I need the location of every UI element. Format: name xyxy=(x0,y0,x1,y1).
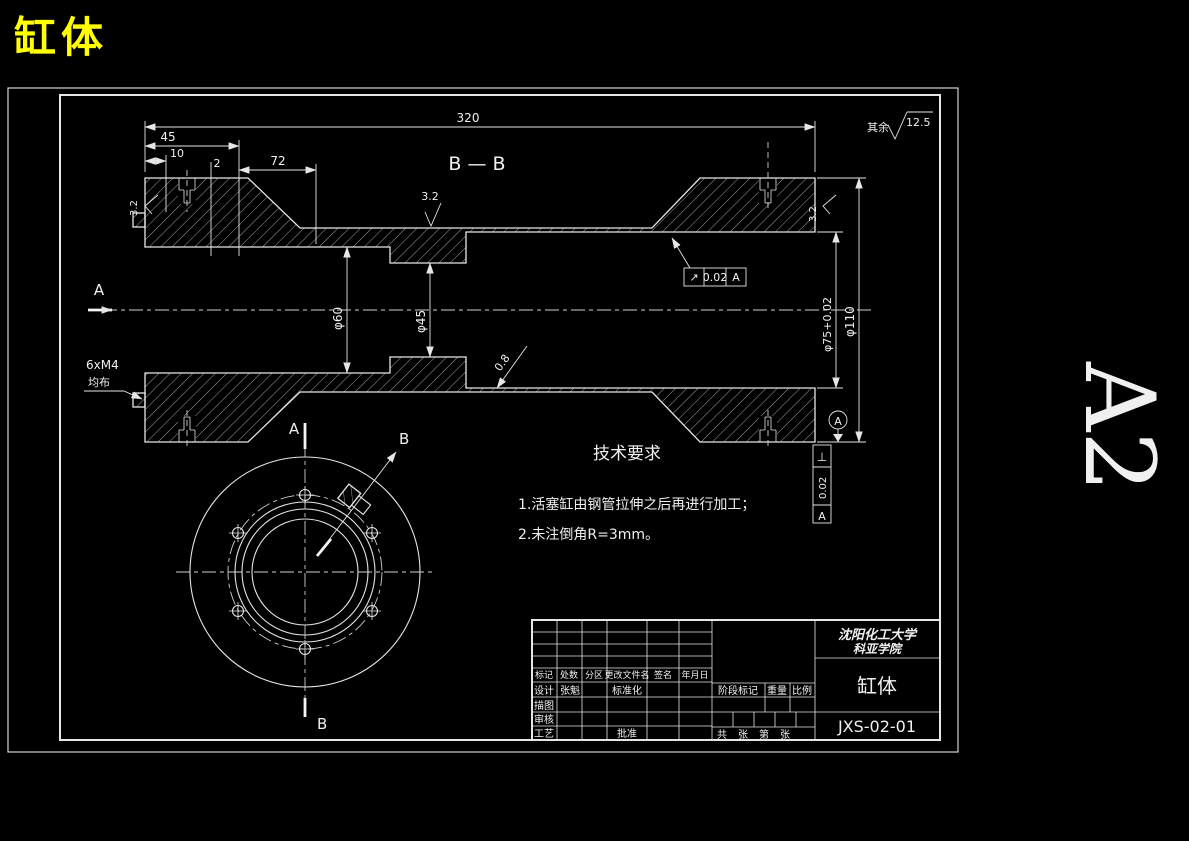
roughness-icon xyxy=(424,202,442,228)
process-label: 工艺 xyxy=(534,728,554,740)
tech-req-item-2: 2.未注倒角R=3mm。 xyxy=(518,527,659,543)
part-name: 缸体 xyxy=(857,674,897,698)
sheet-size-label: A2 xyxy=(1063,361,1175,492)
cut-label-b-top: B xyxy=(399,430,409,448)
drawing-frame xyxy=(7,87,959,753)
trace-label: 描图 xyxy=(534,699,554,712)
dim-10: 10 xyxy=(170,147,184,160)
dim-bore-75: φ75+0.02 xyxy=(821,297,834,352)
title-block-border xyxy=(531,619,941,741)
diagonal-fitting xyxy=(336,483,372,516)
school-name-line2: 科亚学院 xyxy=(853,642,903,656)
dimensions: 320 45 10 2 72 φ60 φ45 φ75+0.02 φ110 xyxy=(144,111,866,443)
col-date: 年月日 xyxy=(681,669,708,681)
rest-roughness-value: 12.5 xyxy=(906,116,931,129)
left-boss-bottom xyxy=(132,392,146,408)
section-view: 320 45 10 2 72 φ60 φ45 φ75+0.02 φ110 B —… xyxy=(84,111,872,524)
screw-hole-bottom-left xyxy=(178,416,196,442)
perp-datum: A xyxy=(818,510,826,523)
cylinder-top-wall xyxy=(144,177,816,264)
outer-frame xyxy=(7,87,959,753)
title-block: 标记 处数 分区 更改文件名 签名 年月日 设计 张魁 标准化 描图 审核 工艺… xyxy=(531,619,941,741)
dim-45: 45 xyxy=(160,130,175,144)
col-mark: 标记 xyxy=(535,669,553,681)
datum-triangle-icon xyxy=(833,434,843,442)
bolt-holes xyxy=(229,486,381,658)
weight-label: 重量 xyxy=(767,684,787,697)
screw-hole-top-right xyxy=(759,178,777,204)
tech-req-item-1: 1.活塞缸由钢管拉伸之后再进行加工； xyxy=(518,496,755,513)
inner-frame xyxy=(59,94,941,741)
rest-label: 其余 xyxy=(867,120,889,134)
perp-symbol-icon: ⊥ xyxy=(817,450,827,464)
scale-label: 比例 xyxy=(792,684,812,697)
cut-mark-b-diagonal xyxy=(315,538,333,557)
stage-label: 阶段标记 xyxy=(718,684,758,697)
page-title: 缸体 xyxy=(14,13,108,62)
datum-flag: A xyxy=(828,410,848,442)
roughness-icon xyxy=(144,194,159,215)
left-boss-top xyxy=(132,212,146,228)
check-label: 审核 xyxy=(534,713,554,726)
roughness-right: 3.2 xyxy=(808,206,819,222)
roughness-icon xyxy=(822,194,837,215)
standard-label: 标准化 xyxy=(612,684,642,697)
col-zone: 分区 xyxy=(585,670,603,681)
col-file: 更改文件名 xyxy=(604,669,649,681)
perp-value: 0.02 xyxy=(818,477,829,499)
cylinder-bottom-wall xyxy=(144,356,816,443)
design-name: 张魁 xyxy=(560,684,580,697)
cut-label-a-top: A xyxy=(289,420,300,438)
dim-2: 2 xyxy=(214,157,221,170)
roughness-top: 3.2 xyxy=(421,190,439,203)
school-name-line1: 沈阳化工大学 xyxy=(838,627,918,643)
datum-letter: A xyxy=(834,415,842,428)
runout-datum: A xyxy=(732,271,740,284)
approve-label: 批准 xyxy=(617,727,637,740)
dim-bore-60: φ60 xyxy=(331,307,345,330)
technical-requirements: 技术要求 1.活塞缸由钢管拉伸之后再进行加工； 2.未注倒角R=3mm。 xyxy=(518,444,755,543)
page-label: 第 xyxy=(759,728,769,741)
thread-note-line1: 6xM4 xyxy=(86,358,119,372)
col-sign: 签名 xyxy=(654,669,672,681)
cut-label-b-bottom: B xyxy=(317,715,327,733)
runout-value: 0.02 xyxy=(703,271,728,284)
design-label: 设计 xyxy=(534,684,554,697)
dim-total-length: 320 xyxy=(457,111,480,125)
tech-req-title: 技术要求 xyxy=(593,444,661,464)
total-label: 共 xyxy=(717,729,727,741)
dim-flange-110: φ110 xyxy=(843,306,857,337)
dim-bore-45: φ45 xyxy=(414,310,428,333)
perpendicularity-tolerance-frame: ⊥ 0.02 A xyxy=(812,444,832,524)
section-title: B — B xyxy=(448,153,505,175)
sheet-label-2: 张 xyxy=(780,729,790,741)
drawing-number: JXS-02-01 xyxy=(837,717,916,736)
screw-hole-bottom-right xyxy=(759,416,777,442)
runout-symbol-icon: ↗ xyxy=(689,271,698,284)
dim-72: 72 xyxy=(270,154,285,168)
front-view: A B B xyxy=(176,420,434,733)
col-count: 处数 xyxy=(560,669,578,681)
sheet-label-1: 张 xyxy=(738,729,748,741)
cut-diagonal-b xyxy=(321,451,397,550)
default-roughness-note: 其余 12.5 xyxy=(867,111,933,141)
roughness-icon xyxy=(887,111,908,141)
cut-label-a: A xyxy=(94,281,105,299)
thread-note-line2: 均布 xyxy=(88,376,110,389)
runout-tolerance-frame: ↗ 0.02 A xyxy=(671,237,747,287)
thread-note: 6xM4 均布 xyxy=(84,358,143,400)
roughness-left: 3.2 xyxy=(129,200,140,216)
